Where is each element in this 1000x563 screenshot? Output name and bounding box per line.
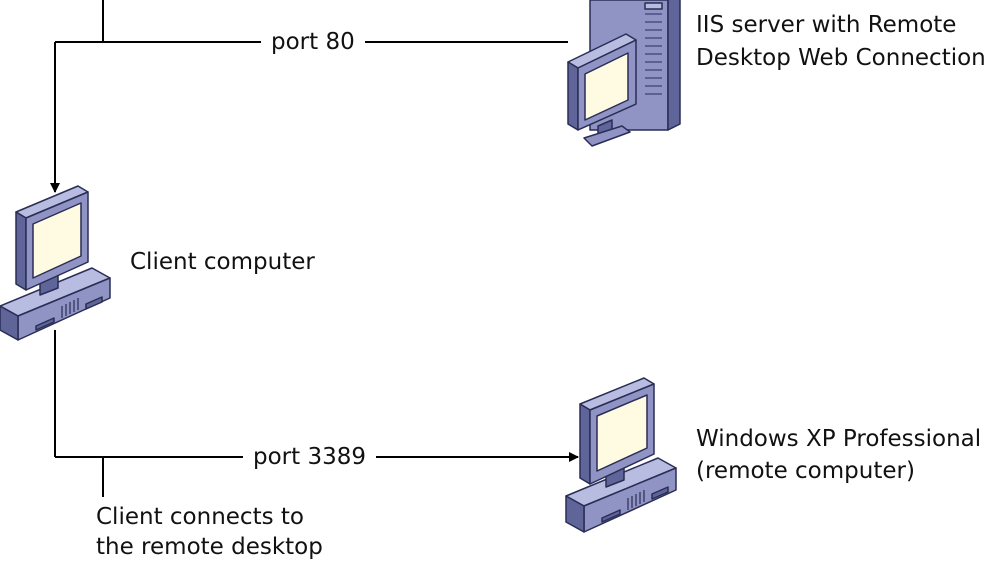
port-3389-label: port 3389: [243, 443, 376, 471]
callout-label-line1: Client connects to: [96, 504, 304, 530]
remote-computer-label-line1: Windows XP Professional: [696, 426, 982, 452]
tower-server-icon: [567, 0, 681, 147]
iis-server-label-line1: IIS server with Remote: [696, 12, 957, 38]
client-computer-label: Client computer: [130, 249, 315, 275]
remote-computer-label-line2: (remote computer): [696, 458, 915, 484]
callout-label-line2: the remote desktop: [96, 534, 323, 560]
desktop-computer-icon: [565, 377, 677, 533]
iis-server-label-line2: Desktop Web Connection: [696, 45, 986, 71]
port-80-label: port 80: [261, 28, 365, 56]
desktop-computer-icon: [0, 185, 111, 341]
